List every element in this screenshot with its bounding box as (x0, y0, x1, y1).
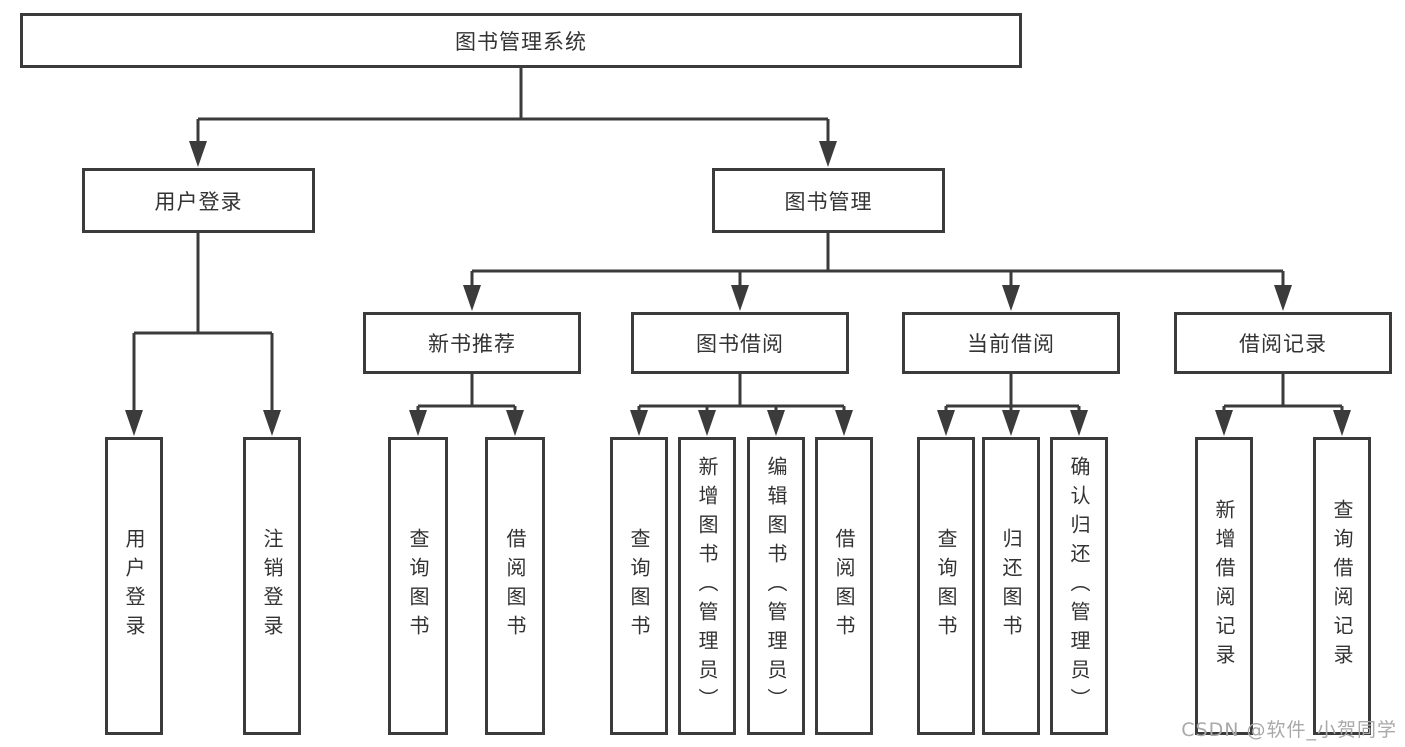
leaf-logout: 注销登录 (243, 437, 301, 735)
leaf-confirm-return-admin: 确认归还（管理员） (1050, 437, 1108, 735)
node-root: 图书管理系统 (20, 13, 1022, 68)
leaf-query-books-recommend: 查询图书 (388, 437, 448, 735)
leaf-edit-book-admin: 编辑图书（管理员） (747, 437, 805, 735)
leaf-borrow-books-borrowing: 借阅图书 (815, 437, 873, 735)
node-current-borrowing: 当前借阅 (902, 312, 1120, 374)
leaf-query-borrow-record: 查询借阅记录 (1313, 437, 1371, 735)
csdn-watermark: CSDN @软件_小贺同学 (1181, 719, 1397, 741)
leaf-user-login: 用户登录 (105, 437, 163, 735)
leaf-query-books-borrowing: 查询图书 (610, 437, 668, 735)
arrowheads (125, 141, 1351, 436)
node-borrowing-records: 借阅记录 (1174, 312, 1392, 374)
node-new-book-recommend: 新书推荐 (363, 312, 581, 374)
node-book-management: 图书管理 (712, 168, 945, 233)
leaf-add-borrow-record: 新增借阅记录 (1195, 437, 1253, 735)
leaf-add-book-admin: 新增图书（管理员） (678, 437, 736, 735)
leaf-return-books: 归还图书 (982, 437, 1040, 735)
leaf-query-books-current: 查询图书 (917, 437, 975, 735)
node-book-borrowing: 图书借阅 (631, 312, 849, 374)
leaf-borrow-books-recommend: 借阅图书 (485, 437, 545, 735)
node-user-login: 用户登录 (82, 168, 315, 233)
